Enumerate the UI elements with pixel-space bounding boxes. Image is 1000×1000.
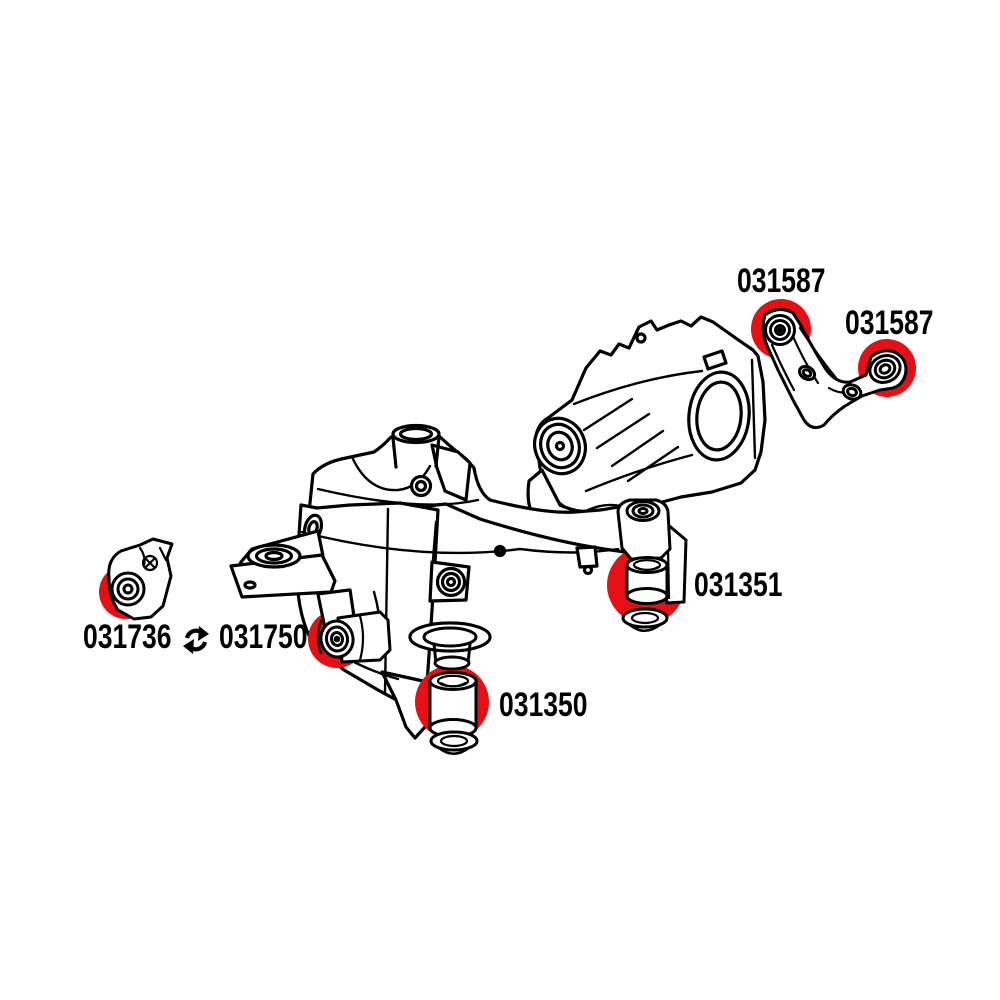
differential-mount-arm	[761, 308, 908, 430]
part-label-031587-upper: 031587	[737, 262, 826, 300]
bushing-031350	[408, 621, 492, 755]
part-label-031750: 031750	[219, 618, 308, 656]
part-label-031736: 031736	[83, 618, 172, 656]
part-label-031351: 031351	[694, 566, 783, 604]
differential-housing	[526, 315, 767, 540]
swap-arrows-icon	[183, 626, 209, 654]
bushing-031750	[316, 588, 392, 664]
part-label-031587-lower: 031587	[845, 304, 934, 342]
bushing-031351	[616, 498, 688, 632]
bracket-031736	[107, 537, 174, 621]
part-label-031350: 031350	[499, 686, 588, 724]
